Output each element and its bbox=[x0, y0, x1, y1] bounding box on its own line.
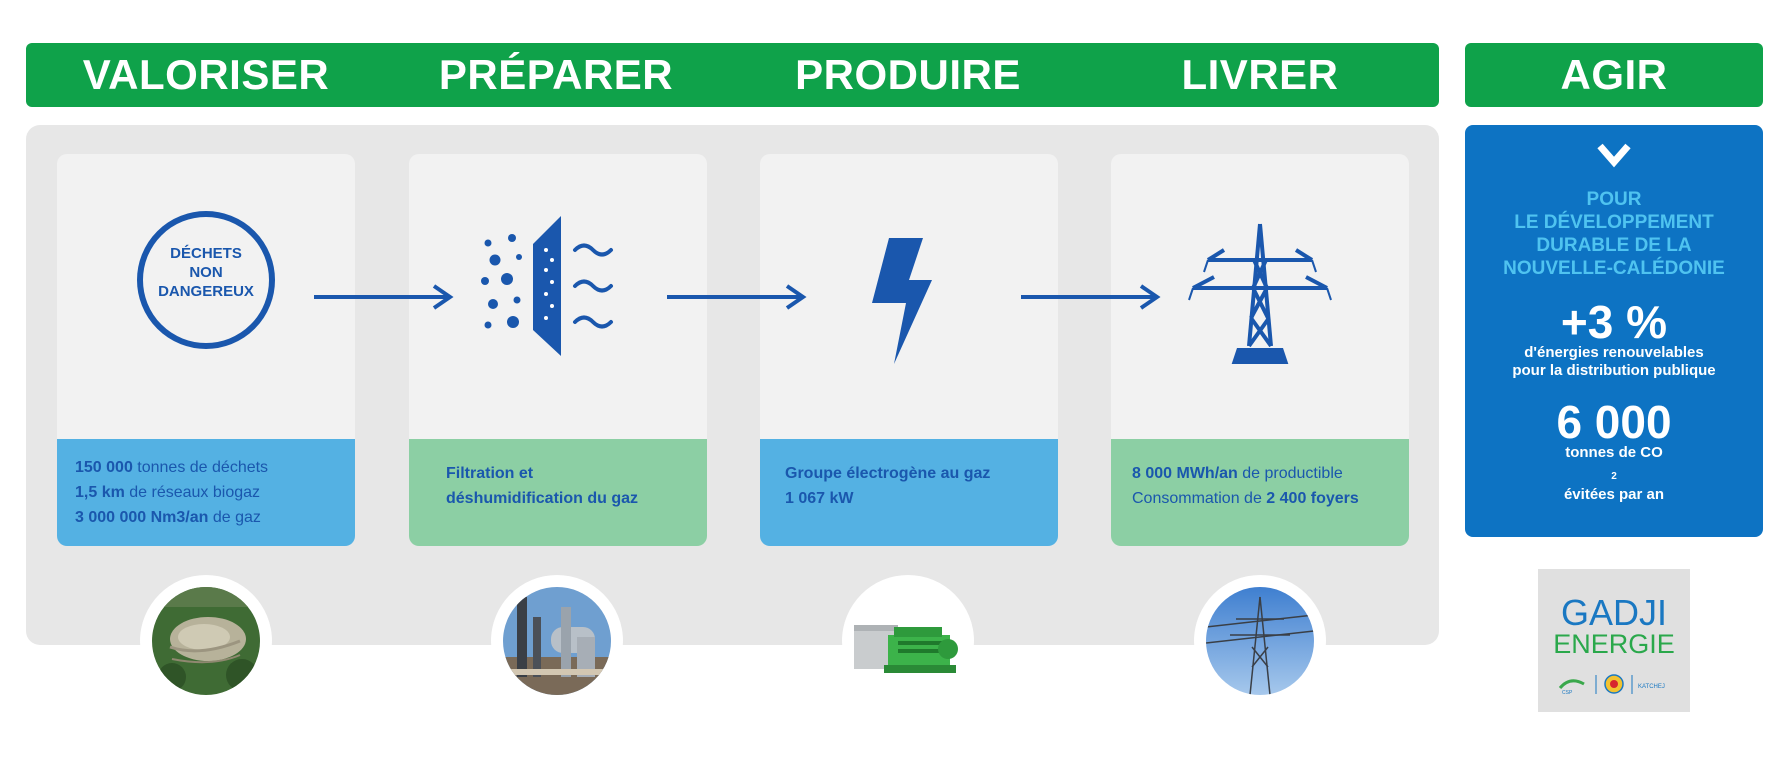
step-card-preparer: Filtration et déshumidification du gaz bbox=[409, 154, 707, 546]
agir-heading: POUR LE DÉVELOPPEMENT DURABLE DE LA NOUV… bbox=[1503, 189, 1725, 279]
info-line: déshumidification du gaz bbox=[446, 490, 639, 507]
circle-badge-icon: DÉCHETS NON DANGEREUX bbox=[57, 194, 355, 364]
steps-title-bar bbox=[26, 43, 1439, 107]
info-line: Consommation de 2 400 foyers bbox=[1132, 490, 1359, 507]
step-title-valoriser: VALORISER bbox=[82, 51, 330, 98]
step-info-livrer: 8 000 MWh/an de productible Consommation… bbox=[1111, 439, 1409, 546]
power-line-photo bbox=[1194, 575, 1326, 707]
gadji-energie-logo: GADJI ENERGIE CSP KATCHEJ bbox=[1538, 569, 1690, 712]
step-info-preparer: Filtration et déshumidification du gaz bbox=[409, 439, 707, 546]
logo-text: ENERGIE bbox=[1553, 629, 1675, 659]
gas-generator-photo bbox=[842, 575, 974, 707]
info-line: 1 067 kW bbox=[785, 490, 854, 507]
info-line: 3 000 000 Nm3/an de gaz bbox=[75, 509, 261, 526]
landfill-aerial-photo bbox=[140, 575, 272, 707]
agir-title: AGIR bbox=[1560, 51, 1668, 98]
arrow-right-icon bbox=[314, 284, 454, 310]
svg-text:KATCHEJ: KATCHEJ bbox=[1638, 684, 1665, 690]
stat-renewables-value: +3 % bbox=[1560, 296, 1668, 348]
filter-icon bbox=[409, 194, 707, 364]
info-line: Filtration et bbox=[446, 465, 534, 482]
badge-line: DANGEREUX bbox=[158, 283, 254, 300]
svg-text:CSP: CSP bbox=[1562, 690, 1573, 696]
step-title-preparer: PRÉPARER bbox=[438, 51, 674, 98]
info-line: 8 000 MWh/an de productible bbox=[1132, 465, 1343, 482]
info-line: 150 000 tonnes de déchets bbox=[75, 459, 269, 476]
step-title-produire: PRODUIRE bbox=[795, 51, 1021, 98]
gas-treatment-plant-photo bbox=[491, 575, 623, 707]
badge-line: DÉCHETS bbox=[170, 245, 242, 262]
arrow-right-icon bbox=[1021, 284, 1161, 310]
arrow-right-icon bbox=[667, 284, 807, 310]
power-pylon-icon bbox=[1111, 194, 1409, 366]
partner-logos-icon: CSP KATCHEJ bbox=[1558, 674, 1665, 696]
step-card-produire: Groupe électrogène au gaz 1 067 kW bbox=[760, 154, 1058, 546]
chevron-down-icon bbox=[1597, 143, 1631, 168]
logo-text: GADJI bbox=[1560, 592, 1667, 633]
info-line: Groupe électrogène au gaz bbox=[785, 465, 991, 482]
step-title-livrer: LIVRER bbox=[1181, 51, 1339, 98]
stat-renewables-label: d'énergies renouvelables pour la distrib… bbox=[1512, 344, 1716, 379]
agir-panel: POUR LE DÉVELOPPEMENT DURABLE DE LA NOUV… bbox=[1465, 125, 1763, 537]
step-info-valoriser: 150 000 tonnes de déchets 1,5 km de rése… bbox=[57, 439, 355, 546]
agir-title-bar bbox=[1465, 43, 1763, 107]
step-card-livrer: 8 000 MWh/an de productible Consommation… bbox=[1111, 154, 1409, 546]
step-info-produire: Groupe électrogène au gaz 1 067 kW bbox=[760, 439, 1058, 546]
badge-line: NON bbox=[189, 264, 223, 281]
info-line: 1,5 km de réseaux biogaz bbox=[75, 484, 261, 501]
stat-co2-value: 6 000 bbox=[1556, 396, 1672, 448]
step-card-valoriser: DÉCHETS NON DANGEREUX 150 000 tonnes de … bbox=[57, 154, 355, 546]
lightning-bolt-icon bbox=[760, 194, 1058, 364]
